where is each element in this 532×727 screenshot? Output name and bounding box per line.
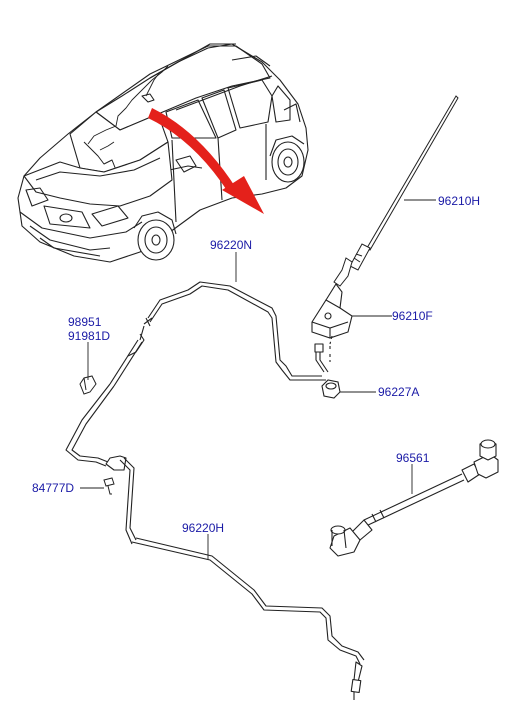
bolt-icon: [103, 477, 115, 495]
leader-lines: [80, 199, 436, 560]
part-label-96210H: 96210H: [438, 194, 480, 208]
antenna-mast-icon: [333, 95, 459, 287]
part-label-91981D: 91981D: [68, 329, 110, 343]
part-label-84777D: 84777D: [32, 481, 74, 495]
part-label-96220N: 96220N: [210, 238, 252, 252]
part-label-96210F: 96210F: [392, 309, 433, 323]
clip-icon: [79, 375, 97, 395]
part-label-98951: 98951: [68, 315, 102, 329]
car-illustration: [17, 43, 309, 263]
part-label-96561: 96561: [396, 451, 430, 465]
part-label-96220H: 96220H: [182, 521, 224, 535]
antenna-base-icon: [311, 283, 353, 362]
connector-cable-icon: [329, 439, 499, 557]
pointer-arrow: [148, 108, 264, 214]
cable-routing-icon: [65, 281, 365, 700]
nut-icon: [321, 379, 341, 399]
part-label-96227A: 96227A: [378, 385, 419, 399]
